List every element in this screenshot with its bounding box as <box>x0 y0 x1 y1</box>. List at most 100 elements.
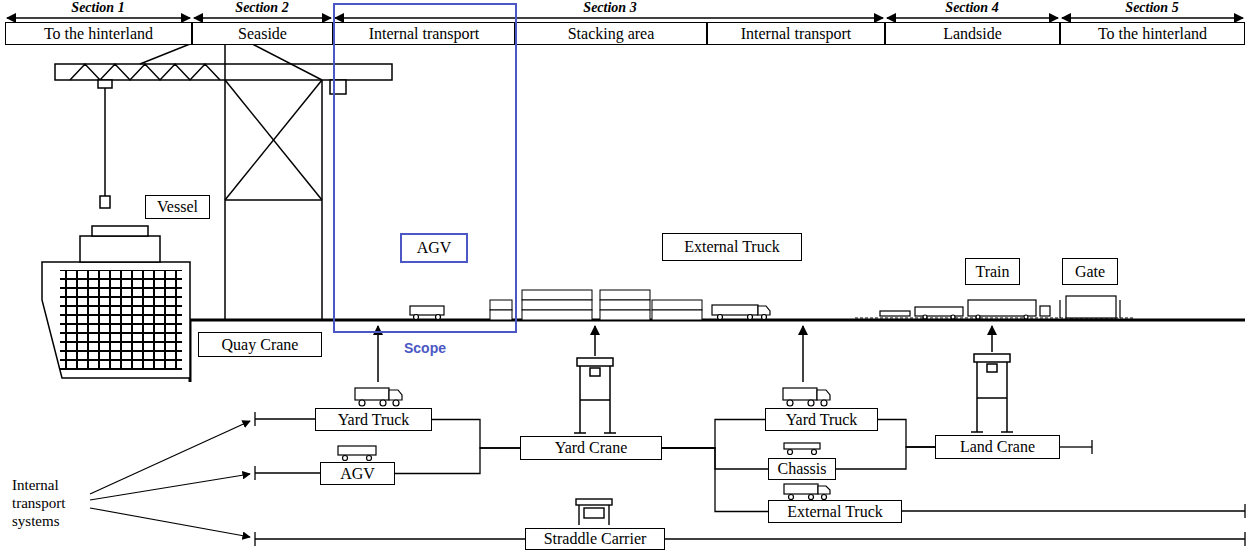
system-lines <box>255 538 525 539</box>
external-truck-icon <box>809 495 814 500</box>
yard-crane-icon <box>590 368 600 376</box>
system-box: AGV <box>320 462 395 485</box>
quay-crane-figure <box>225 80 322 200</box>
section-arrows <box>194 17 331 19</box>
external-truck-icon <box>784 484 818 494</box>
chassis-icon <box>788 450 793 455</box>
vessel-figure <box>80 236 160 262</box>
scope-label: Scope <box>404 340 446 356</box>
section-box: Internal transport <box>707 22 885 45</box>
box-label: Gate <box>1075 263 1105 281</box>
chassis-icon <box>784 443 820 449</box>
box-label: Train <box>975 263 1009 281</box>
straddle-carrier-icon <box>584 508 604 518</box>
vessel-figure <box>92 226 148 236</box>
straddle-carrier-icon <box>576 499 612 505</box>
section-heading: Section 3 <box>580 0 639 16</box>
section-arrows <box>335 17 883 19</box>
yard-truck-icon <box>389 390 402 400</box>
system-lines <box>255 412 1245 546</box>
box-label: Landside <box>943 25 1002 43</box>
box-label: External Truck <box>684 238 780 256</box>
yard-crane-icon <box>574 358 616 433</box>
yard-truck-icon <box>817 390 830 400</box>
box-label: Yard Truck <box>786 411 858 429</box>
agv-vehicle <box>410 306 444 315</box>
system-lines <box>902 510 1245 511</box>
section-heading: Section 2 <box>232 0 291 16</box>
pointer-arrows <box>90 421 250 494</box>
external-truck-figure <box>718 315 723 320</box>
system-box: Yard Truck <box>315 408 432 431</box>
callout-box: Gate <box>1062 258 1118 285</box>
box-label: Internal transport <box>369 25 480 43</box>
land-crane-icon <box>974 354 1010 362</box>
yard-truck-icon <box>355 388 389 400</box>
section-box: Landside <box>885 22 1060 45</box>
straddle-carrier-icon <box>578 505 579 525</box>
tree-connector <box>395 448 520 474</box>
pointer-arrows <box>90 421 250 537</box>
box-label: Straddle Carrier <box>544 530 647 548</box>
container-stacks <box>600 290 650 300</box>
quay-crane-figure <box>98 80 112 88</box>
land-crane-icon <box>976 362 978 432</box>
vessel-figure <box>42 226 190 378</box>
system-lines <box>1091 440 1092 454</box>
callout-box: Quay Crane <box>198 332 322 357</box>
container-stacks <box>522 310 592 320</box>
box-label: Seaside <box>238 25 287 43</box>
vessel-figure <box>60 270 182 370</box>
section-box: Seaside <box>192 22 333 45</box>
tree-connector <box>836 447 935 469</box>
system-lines <box>1060 446 1092 447</box>
pointer-arrows <box>90 508 250 537</box>
box-label: Stacking area <box>568 25 655 43</box>
callout-box: Train <box>965 258 1020 285</box>
yard-crane-icon <box>580 399 610 401</box>
gate-figure <box>1066 296 1116 318</box>
quay-crane-figure <box>225 199 322 201</box>
box-label: Land Crane <box>960 438 1035 456</box>
box-label: AGV <box>340 465 375 483</box>
system-lines <box>255 418 315 419</box>
box-label: AGV <box>417 239 452 257</box>
chassis-icon <box>812 450 817 455</box>
section-arrows <box>1062 17 1243 19</box>
external-truck-icon <box>789 495 794 500</box>
section-heading: Section 5 <box>1122 0 1181 16</box>
system-box: Land Crane <box>935 435 1060 459</box>
ground-line <box>188 319 1245 322</box>
quay-crane-figure <box>100 196 110 208</box>
system-lines <box>665 538 1245 539</box>
system-box: External Truck <box>768 500 902 523</box>
straddle-carrier-icon <box>608 505 609 525</box>
external-truck-icon <box>818 486 830 494</box>
agv-vehicle <box>410 306 444 320</box>
box-label: Quay Crane <box>222 336 299 354</box>
section-heading: Section 4 <box>942 0 1001 16</box>
section-box: Stacking area <box>515 22 707 45</box>
tree-connector <box>432 420 520 449</box>
up-arrows <box>378 326 992 382</box>
system-lines <box>1244 504 1245 518</box>
box-label: External Truck <box>787 503 883 521</box>
quay-crane-figure <box>70 64 220 80</box>
system-box: Chassis <box>768 458 836 480</box>
callout-box: External Truck <box>662 233 802 261</box>
quay-crane-figure <box>55 30 392 320</box>
train-figure <box>1024 315 1028 319</box>
box-label: Chassis <box>778 460 827 478</box>
train-figure <box>968 300 1036 316</box>
yard-truck-icon <box>359 400 365 406</box>
external-truck-icon <box>784 484 830 500</box>
quay-crane-figure <box>104 88 106 196</box>
land-crane-icon <box>987 364 997 372</box>
system-lines <box>1244 532 1245 546</box>
up-arrows <box>991 326 993 352</box>
agv-icon <box>338 446 376 455</box>
tree-connector <box>662 448 768 512</box>
yard-truck-icon <box>787 400 793 406</box>
ground-line <box>188 320 1245 382</box>
agv-icon <box>338 446 376 461</box>
